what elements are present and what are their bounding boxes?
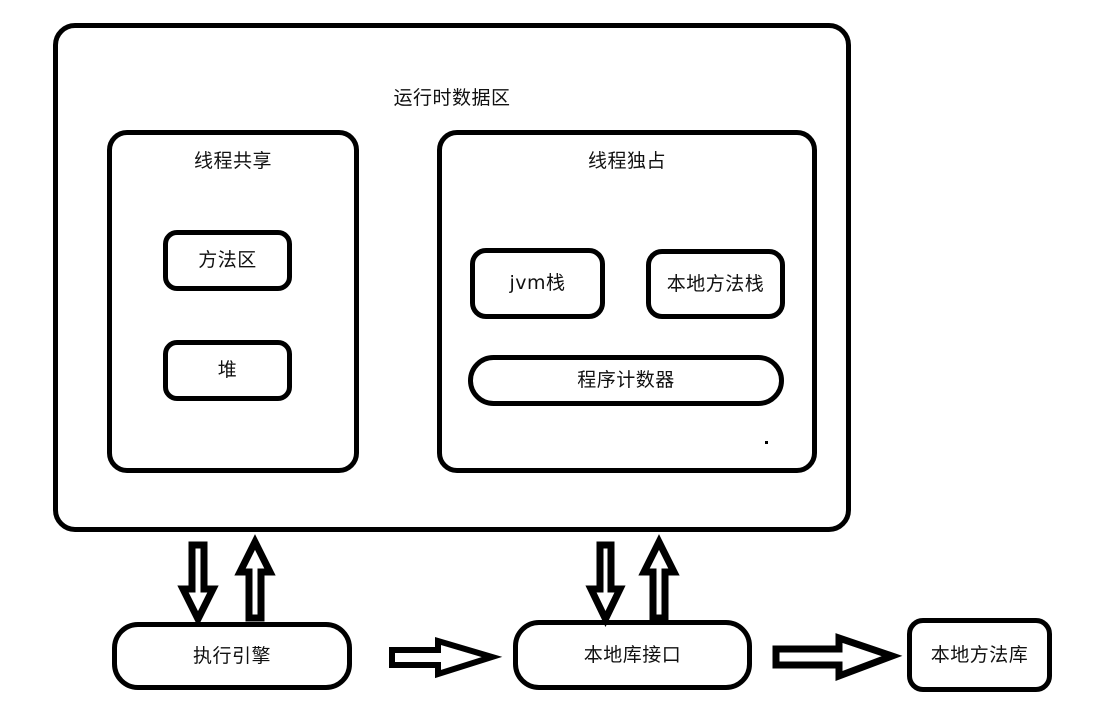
node-method-area: 方法区 [163, 230, 292, 291]
runtime-data-area-title: 运行时数据区 [393, 87, 511, 109]
node-jvm-stack: jvm栈 [470, 248, 605, 319]
node-native-method-stack: 本地方法栈 [646, 249, 785, 319]
node-execution-engine-label: 执行引擎 [192, 644, 271, 667]
arrow-right-icon [772, 633, 903, 682]
stray-dot-artifact [765, 441, 768, 444]
group-thread-exclusive-label: 线程独占 [587, 150, 666, 172]
node-method-area-label: 方法区 [198, 249, 257, 272]
arrow-right-icon [388, 636, 503, 679]
group-thread-shared: 线程共享 [107, 130, 359, 473]
node-native-method-library: 本地方法库 [907, 618, 1052, 692]
node-heap-label: 堆 [217, 359, 238, 382]
node-program-counter-register: 程序计数器 [468, 355, 784, 406]
node-program-counter-register-label: 程序计数器 [577, 369, 675, 392]
arrow-up-icon [638, 534, 680, 623]
node-jvm-stack-label: jvm栈 [509, 272, 566, 295]
node-heap: 堆 [163, 340, 292, 401]
node-native-library-interface-label: 本地库接口 [583, 643, 682, 666]
group-thread-shared-label: 线程共享 [193, 150, 272, 172]
arrow-down-icon [585, 541, 626, 628]
arrow-down-icon [177, 541, 219, 627]
node-native-method-stack-label: 本地方法栈 [666, 272, 765, 295]
node-execution-engine: 执行引擎 [112, 622, 352, 690]
node-native-method-library-label: 本地方法库 [930, 643, 1029, 666]
node-native-library-interface: 本地库接口 [513, 620, 752, 690]
arrow-up-icon [234, 534, 276, 623]
